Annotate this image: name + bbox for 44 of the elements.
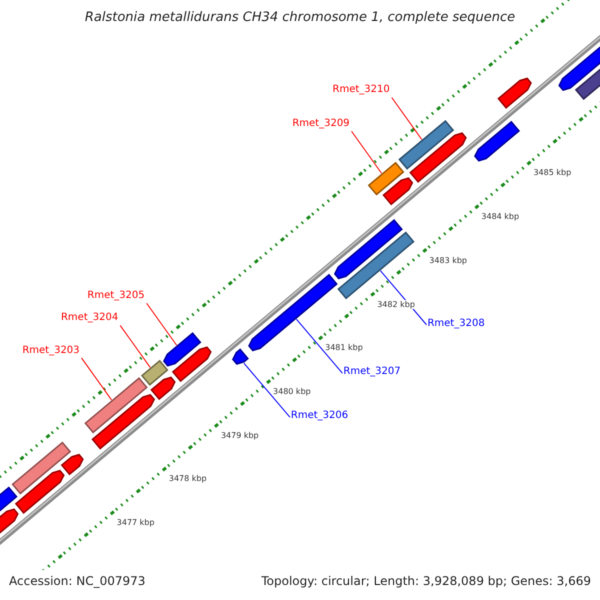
gene-feature — [172, 346, 212, 382]
summary-text: Topology: circular; Length: 3,928,089 bp; Genes: 3,669 — [261, 574, 591, 588]
gene-feature — [398, 120, 454, 170]
gene-feature — [150, 376, 176, 400]
gene-feature — [14, 470, 65, 514]
gene-feature — [140, 360, 168, 386]
gene-label: Rmet_3204 — [60, 312, 118, 324]
scale-label: 3480 kbp — [273, 386, 311, 396]
leader-line — [391, 97, 422, 140]
gene-feature — [337, 231, 415, 300]
scale-label: 3481 kbp — [325, 343, 363, 352]
gene-label: Rmet_3210 — [332, 84, 390, 96]
accession-text: Accession: NC_007973 — [9, 574, 146, 588]
scale-label: 3477 kbp — [116, 518, 154, 528]
gene-feature — [409, 132, 467, 183]
gene-feature — [60, 454, 84, 476]
gene-feature — [12, 441, 72, 495]
scale-label: 3482 kbp — [377, 300, 415, 308]
scale-label: 3483 kbp — [429, 256, 467, 265]
leader-line — [120, 324, 151, 368]
title: Ralstonia metallidurans CH34 chromosome 1, complete sequence — [84, 10, 516, 25]
gene-feature — [382, 177, 414, 206]
scale-label: 3479 kbp — [220, 430, 259, 440]
scale-label: 3478 kbp — [168, 474, 207, 484]
gene-label: Rmet_3205 — [87, 290, 145, 302]
gene-label: Rmet_3207 — [343, 366, 401, 378]
gene-label: Rmet_3209 — [292, 118, 350, 130]
gene-feature — [163, 332, 202, 367]
leader-line — [81, 357, 112, 400]
gene-feature — [84, 377, 148, 434]
scale-label: 3485 kbp — [533, 168, 572, 178]
gene-label: Rmet_3208 — [427, 318, 485, 329]
gene-feature — [474, 120, 520, 162]
scale-label: 3484 kbp — [481, 212, 520, 222]
gene-label: Rmet_3203 — [22, 344, 80, 356]
leader-line — [380, 270, 427, 326]
gene-feature — [232, 348, 249, 365]
leader-line — [296, 318, 343, 374]
gene-feature — [91, 394, 156, 450]
gene-feature — [497, 78, 532, 109]
leader-line — [243, 362, 290, 418]
gene-feature — [334, 219, 403, 280]
gene-label: Rmet_3206 — [290, 410, 348, 422]
gene-feature — [368, 162, 404, 196]
